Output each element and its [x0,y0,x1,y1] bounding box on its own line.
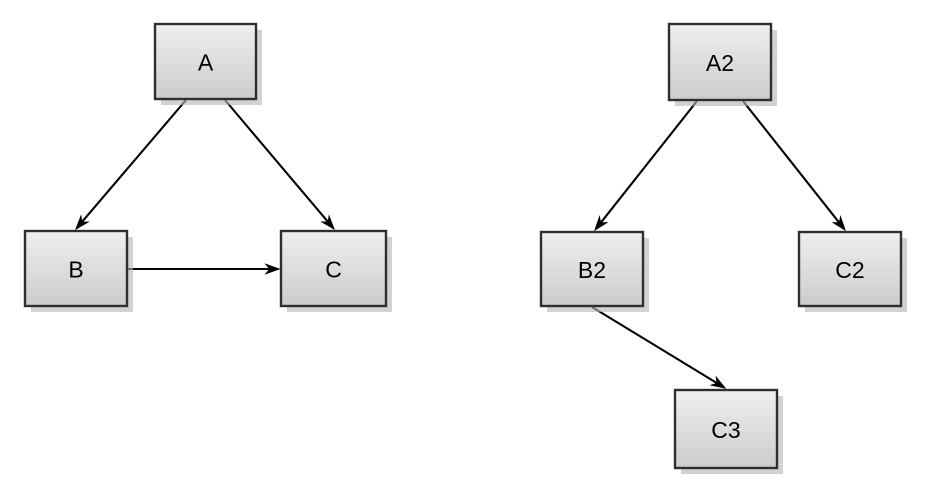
node-C2[interactable]: C2 [797,230,907,312]
node-box[interactable] [797,230,903,308]
edge-group-graph-right [591,100,846,389]
node-box[interactable] [673,388,779,470]
edge-group-graph-left [75,99,335,275]
arrowhead-icon [264,263,281,275]
node-box[interactable] [153,22,258,101]
node-B2[interactable]: B2 [539,230,649,312]
node-B[interactable]: B [23,229,133,312]
arrowhead-icon [75,214,90,231]
node-C3[interactable]: C3 [673,388,783,474]
edge-A2-B2[interactable] [594,100,698,232]
node-box[interactable] [667,22,773,102]
node-box[interactable] [539,230,645,308]
edge-A-B[interactable] [75,99,187,231]
edge-A2-C2[interactable] [742,100,846,232]
edge-B2-C3[interactable] [591,306,727,389]
node-C[interactable]: C [279,229,392,312]
arrowhead-icon [320,214,335,231]
node-A2[interactable]: A2 [667,22,777,106]
arrowhead-icon [709,375,727,389]
edge-line [599,100,698,225]
edge-line [80,99,187,224]
node-group-graph-left: A B C [23,22,392,312]
edge-B-C[interactable] [128,263,281,275]
node-box[interactable] [23,229,129,308]
edges-layer [75,99,846,389]
node-box[interactable] [279,229,388,308]
edge-A-C[interactable] [224,99,335,231]
edge-line [591,306,719,385]
edge-line [742,100,841,225]
edge-line [224,99,330,224]
arrowhead-icon [594,215,609,232]
arrowhead-icon [831,215,846,232]
node-A[interactable]: A [153,22,262,105]
